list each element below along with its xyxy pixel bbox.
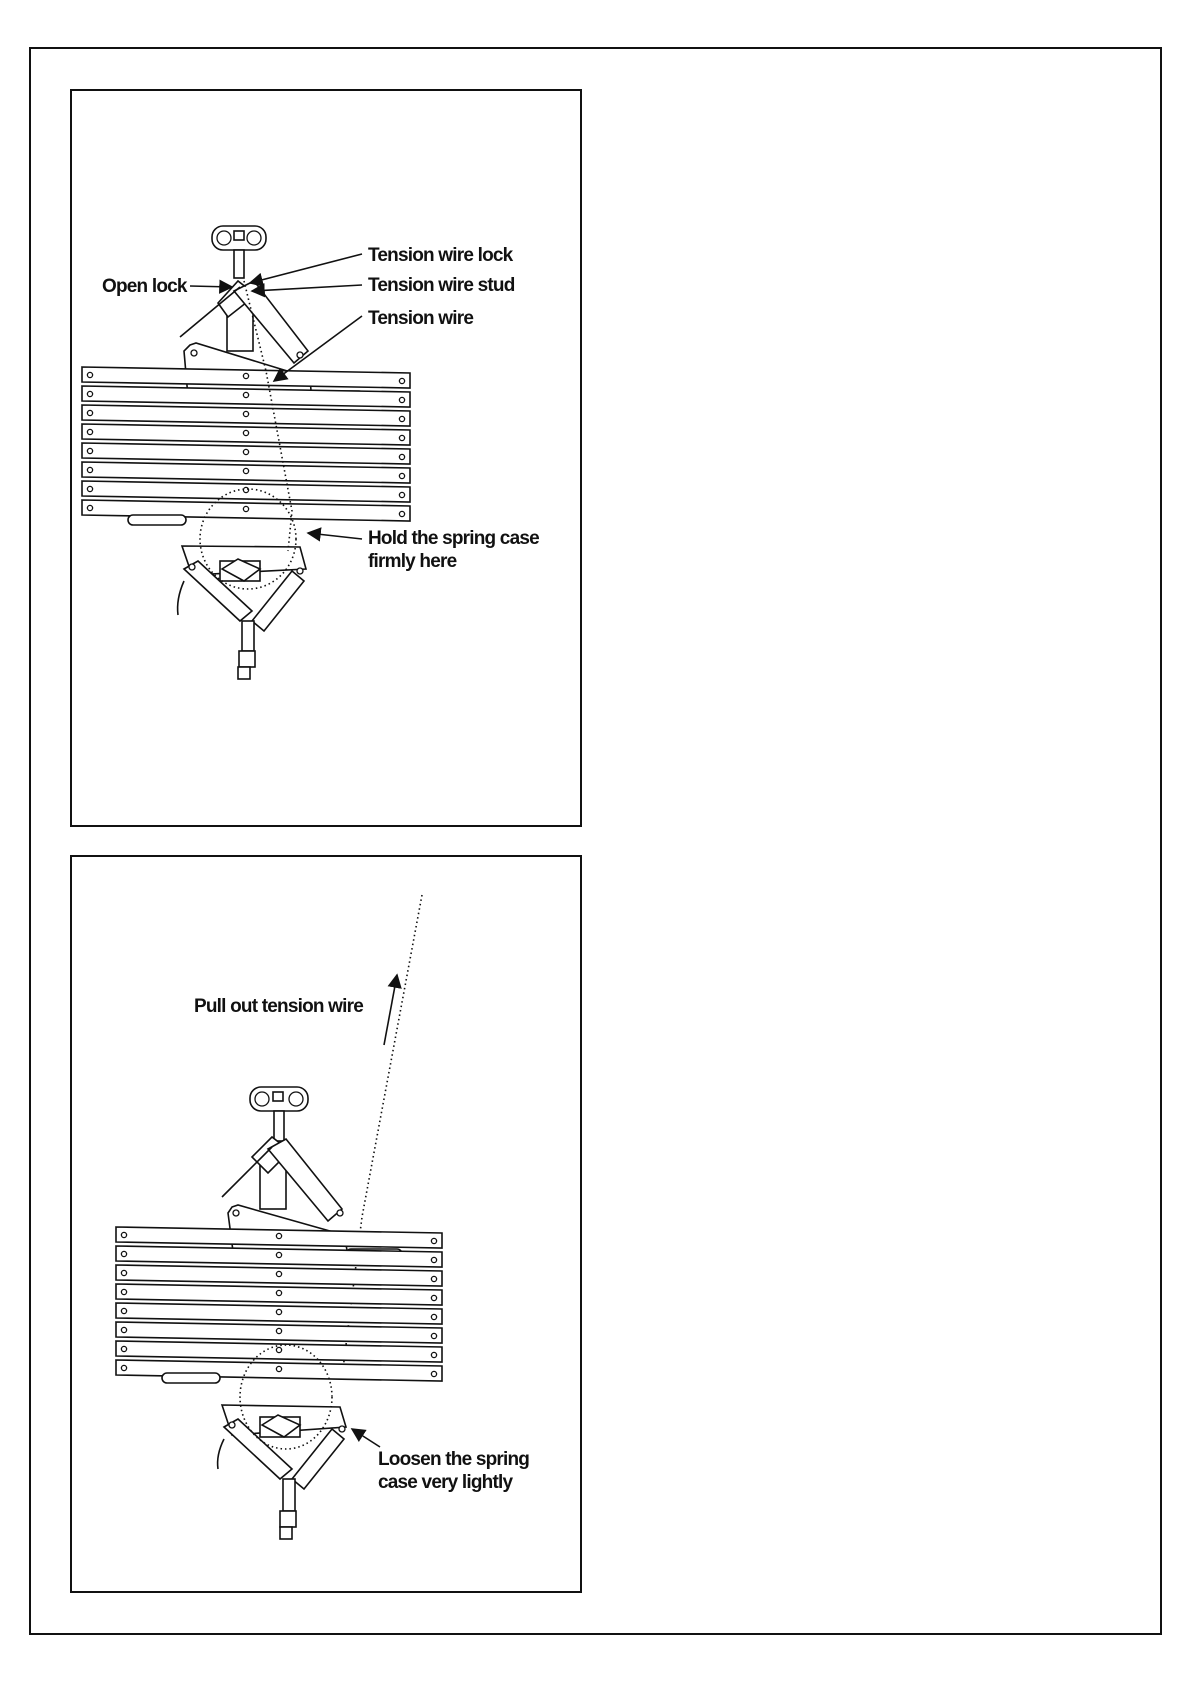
lower-bracket	[218, 1405, 346, 1539]
rivet	[399, 435, 404, 440]
rivet	[243, 430, 248, 435]
rivet	[243, 373, 248, 378]
label-open-lock: Open lock	[102, 276, 188, 297]
rivet	[243, 411, 248, 416]
rivet	[87, 448, 92, 453]
rivet	[431, 1371, 436, 1376]
rivet	[431, 1238, 436, 1243]
rivet	[276, 1290, 281, 1295]
rivet	[276, 1271, 281, 1276]
rivet	[243, 449, 248, 454]
rivet	[121, 1270, 126, 1275]
rivet	[243, 468, 248, 473]
rivet	[243, 392, 248, 397]
folding-slats	[82, 367, 410, 525]
top-hook	[212, 226, 266, 278]
rivet	[276, 1328, 281, 1333]
label-tension-wire-lock: Tension wire lock	[368, 245, 514, 266]
pull-direction-arrow	[384, 975, 397, 1045]
figure-1-drawing: Open lock Tension wire lock Tension wire…	[72, 91, 584, 829]
rivet	[87, 391, 92, 396]
rivet	[121, 1346, 126, 1351]
rivet	[87, 372, 92, 377]
figure-1-panel: Open lock Tension wire lock Tension wire…	[70, 89, 582, 827]
slot	[162, 1373, 220, 1383]
figure-2-panel: Pull out tension wire Loosen the spring …	[70, 855, 582, 1593]
rivet	[87, 486, 92, 491]
rivet	[431, 1352, 436, 1357]
rivet	[399, 416, 404, 421]
rivet	[243, 506, 248, 511]
rivet	[243, 487, 248, 492]
lower-bracket	[178, 546, 306, 679]
figure-2-drawing: Pull out tension wire Loosen the spring …	[72, 857, 584, 1595]
folding-slats	[116, 1227, 442, 1383]
rivet	[87, 505, 92, 510]
rivet	[121, 1251, 126, 1256]
rivet	[121, 1289, 126, 1294]
rivet	[121, 1365, 126, 1370]
label-tension-wire-stud: Tension wire stud	[368, 275, 515, 296]
rivet	[121, 1327, 126, 1332]
rivet	[399, 473, 404, 478]
rivet	[87, 410, 92, 415]
rivet	[431, 1314, 436, 1319]
rivet	[276, 1366, 281, 1371]
label-loosen-spring-case-line2: case very lightly	[378, 1472, 513, 1493]
rivet	[399, 511, 404, 516]
rivet	[399, 397, 404, 402]
rivet	[276, 1233, 281, 1238]
rivet	[121, 1232, 126, 1237]
label-pull-out-tension-wire: Pull out tension wire	[194, 996, 363, 1017]
rivet	[431, 1333, 436, 1338]
rivet	[87, 429, 92, 434]
rivet	[121, 1308, 126, 1313]
rivet	[431, 1276, 436, 1281]
label-hold-spring-case-line2: firmly here	[368, 551, 457, 572]
rivet	[431, 1257, 436, 1262]
label-tension-wire: Tension wire	[368, 308, 473, 329]
slot	[128, 515, 186, 525]
label-loosen-spring-case-line1: Loosen the spring	[378, 1449, 529, 1470]
rivet	[399, 454, 404, 459]
label-hold-spring-case-line1: Hold the spring case	[368, 528, 539, 549]
rivet	[276, 1252, 281, 1257]
top-hook	[250, 1087, 308, 1141]
rivet	[399, 378, 404, 383]
rivet	[276, 1347, 281, 1352]
rivet	[399, 492, 404, 497]
rivet	[87, 467, 92, 472]
rivet	[276, 1309, 281, 1314]
rivet	[431, 1295, 436, 1300]
